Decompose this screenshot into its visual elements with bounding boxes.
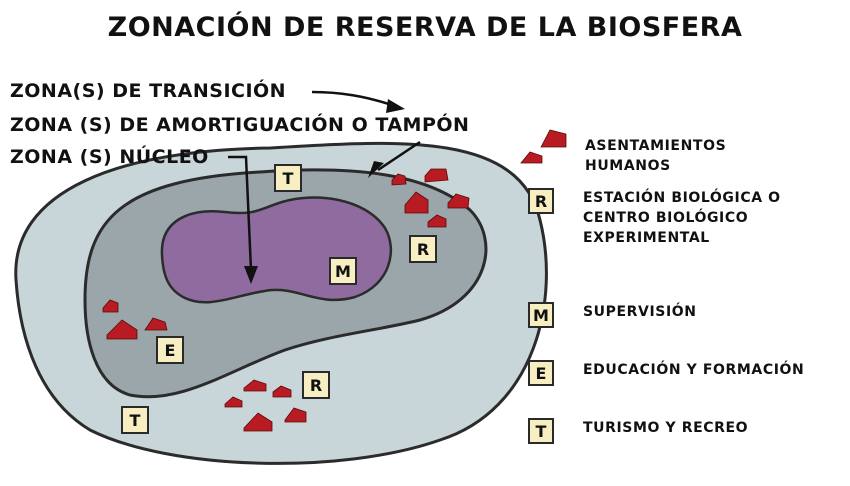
legend-research-text: ESTACIÓN BIOLÓGICA O CENTRO BIOLÓGICO EX…	[583, 190, 781, 246]
legend-monitoring: M SUPERVISIÓN	[528, 302, 697, 328]
settlement-house	[427, 214, 447, 228]
legend-education: E EDUCACIÓN Y FORMACIÓN	[528, 360, 804, 386]
marker-R-right: R	[409, 235, 437, 263]
settlement-house	[404, 191, 429, 214]
settlement-cluster-left	[102, 299, 168, 340]
legend-research: R ESTACIÓN BIOLÓGICA O CENTRO BIOLÓGICO …	[528, 188, 781, 248]
settlement-house	[540, 129, 567, 148]
legend-monitoring-text: SUPERVISIÓN	[583, 304, 697, 320]
marker-T-bottom: T	[121, 406, 149, 434]
legend-tourism: T TURISMO Y RECREO	[528, 418, 748, 444]
legend-settlements-text: ASENTAMIENTOS HUMANOS	[585, 138, 727, 174]
legend-box-T: T	[528, 418, 554, 444]
settlement-house	[144, 317, 168, 331]
settlement-house	[391, 173, 407, 186]
buffer-zone-label: ZONA (S) DE AMORTIGUACIÓN O TAMPÓN	[10, 114, 470, 136]
settlement-house	[284, 407, 307, 423]
marker-label: T	[130, 411, 141, 430]
transition-arrow	[311, 90, 405, 113]
core-zone-label: ZONA (S) NÚCLEO	[10, 146, 209, 168]
transition-zone-label: ZONA(S) DE TRANSICIÓN	[10, 80, 287, 102]
legend-settlements: ASENTAMIENTOS HUMANOS	[585, 136, 726, 176]
settlement-house	[424, 168, 449, 183]
marker-M-core: M	[329, 257, 357, 285]
settlement-cluster-edge	[520, 129, 567, 164]
buffer-arrow	[368, 140, 421, 178]
legend-tourism-text: TURISMO Y RECREO	[583, 420, 749, 436]
marker-label: T	[283, 169, 294, 188]
settlement-house	[106, 319, 138, 340]
settlement-house	[243, 379, 267, 392]
settlement-house	[102, 299, 119, 313]
legend-box-R: R	[528, 188, 554, 214]
marker-T-top: T	[274, 164, 302, 192]
core-zone	[160, 196, 393, 304]
legend-box-E: E	[528, 360, 554, 386]
settlement-cluster-bottom	[224, 379, 307, 432]
marker-label: R	[417, 240, 429, 259]
settlement-house	[520, 151, 543, 164]
legend-education-text: EDUCACIÓN Y FORMACIÓN	[583, 362, 805, 378]
marker-label: E	[165, 341, 176, 360]
settlement-house	[243, 412, 273, 432]
diagram-title: ZONACIÓN DE RESERVA DE LA BIOSFERA	[107, 12, 743, 43]
marker-E-left: E	[156, 336, 184, 364]
settlement-cluster-right	[391, 168, 470, 228]
settlement-house	[272, 385, 292, 398]
marker-label: M	[335, 262, 351, 281]
settlement-house	[224, 396, 243, 408]
marker-label: R	[310, 376, 322, 395]
legend-box-M: M	[528, 302, 554, 328]
marker-R-bottom: R	[302, 371, 330, 399]
core-arrow	[228, 155, 258, 284]
settlement-house	[447, 193, 470, 209]
